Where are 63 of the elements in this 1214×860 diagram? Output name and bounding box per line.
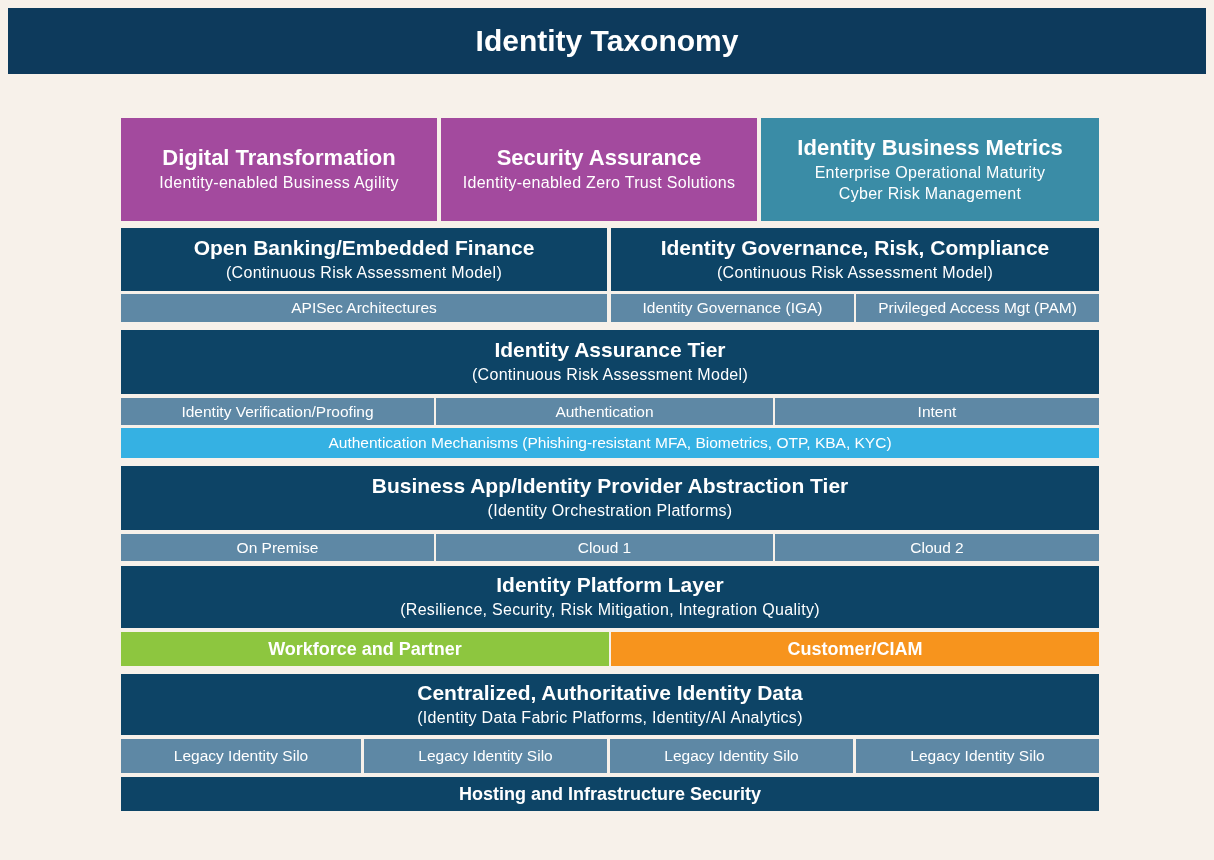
title: Identity Taxonomy — [475, 24, 739, 58]
tier-box — [121, 466, 1099, 530]
description: (Identity Data Fabric Platforms, Identity/AI Analytics) — [417, 707, 803, 728]
component-bar — [856, 739, 1099, 773]
heading: Open Banking/Embedded Finance — [193, 235, 535, 260]
category-box — [441, 118, 757, 221]
component-label: Cloud 1 — [577, 538, 632, 557]
description: (Continuous Risk Assessment Model) — [716, 262, 994, 283]
component-label: Legacy Identity Silo — [664, 747, 799, 765]
tier-box — [121, 228, 607, 291]
component-label: APISec Architectures — [291, 299, 437, 317]
layer-bar — [121, 632, 609, 666]
component-bar — [610, 739, 853, 773]
tier-box — [121, 566, 1099, 628]
component-bar — [121, 428, 1099, 458]
component-bar — [775, 398, 1099, 425]
component-bar — [611, 294, 854, 322]
component-label: Identity Governance (IGA) — [642, 299, 823, 317]
layer-label: Hosting and Infrastructure Security — [458, 783, 762, 805]
component-bar — [436, 534, 773, 561]
heading: Security Assurance — [496, 144, 702, 171]
component-bar — [121, 294, 607, 322]
heading: Centralized, Authoritative Identity Data — [417, 680, 803, 705]
component-label: Cloud 2 — [910, 538, 964, 557]
component-label: Privileged Access Mgt (PAM) — [878, 299, 1077, 317]
heading: Identity Assurance Tier — [494, 338, 726, 363]
component-bar — [121, 398, 434, 425]
component-bar — [364, 739, 607, 773]
description: Enterprise Operational Maturity — [814, 162, 1046, 183]
component-bar — [856, 294, 1099, 322]
layer-bar — [611, 632, 1099, 666]
component-label: Legacy Identity Silo — [173, 747, 309, 765]
description: (Identity Orchestration Platforms) — [487, 501, 733, 522]
description: (Continuous Risk Assessment Model) — [225, 262, 503, 283]
heading: Identity Business Metrics — [797, 134, 1063, 160]
component-label: Intent — [917, 402, 957, 421]
heading: Digital Transformation — [162, 144, 396, 171]
component-bar — [436, 398, 773, 425]
component-label: Legacy Identity Silo — [418, 747, 553, 765]
description: (Continuous Risk Assessment Model) — [471, 365, 749, 386]
layer-label: Customer/CIAM — [787, 638, 923, 660]
component-bar — [121, 534, 434, 561]
heading: Identity Governance, Risk, Compliance — [660, 235, 1050, 260]
category-box — [121, 118, 437, 221]
tier-box — [121, 674, 1099, 735]
component-label: On Premise — [236, 538, 319, 557]
description: Cyber Risk Management — [838, 183, 1022, 204]
component-label: Legacy Identity Silo — [910, 747, 1045, 765]
heading: Identity Platform Layer — [496, 573, 724, 598]
description: Identity-enabled Business Agility — [159, 173, 399, 194]
component-label: Identity Verification/Proofing — [181, 402, 374, 421]
heading: Business App/Identity Provider Abstraction Tier — [371, 474, 849, 499]
category-box — [761, 118, 1099, 221]
component-label: Authentication Mechanisms (Phishing-resistant MFA, Biometrics, OTP, KBA, KYC) — [328, 434, 892, 452]
description: Identity-enabled Zero Trust Solutions — [462, 173, 736, 194]
component-label: Authentication — [555, 402, 654, 421]
description: (Resilience, Security, Risk Mitigation, Integration Quality) — [400, 600, 820, 621]
component-bar — [121, 739, 361, 773]
layer-label: Workforce and Partner — [268, 638, 462, 660]
tier-box — [611, 228, 1099, 291]
tier-box — [121, 330, 1099, 394]
component-bar — [775, 534, 1099, 561]
layer-bar — [121, 777, 1099, 811]
